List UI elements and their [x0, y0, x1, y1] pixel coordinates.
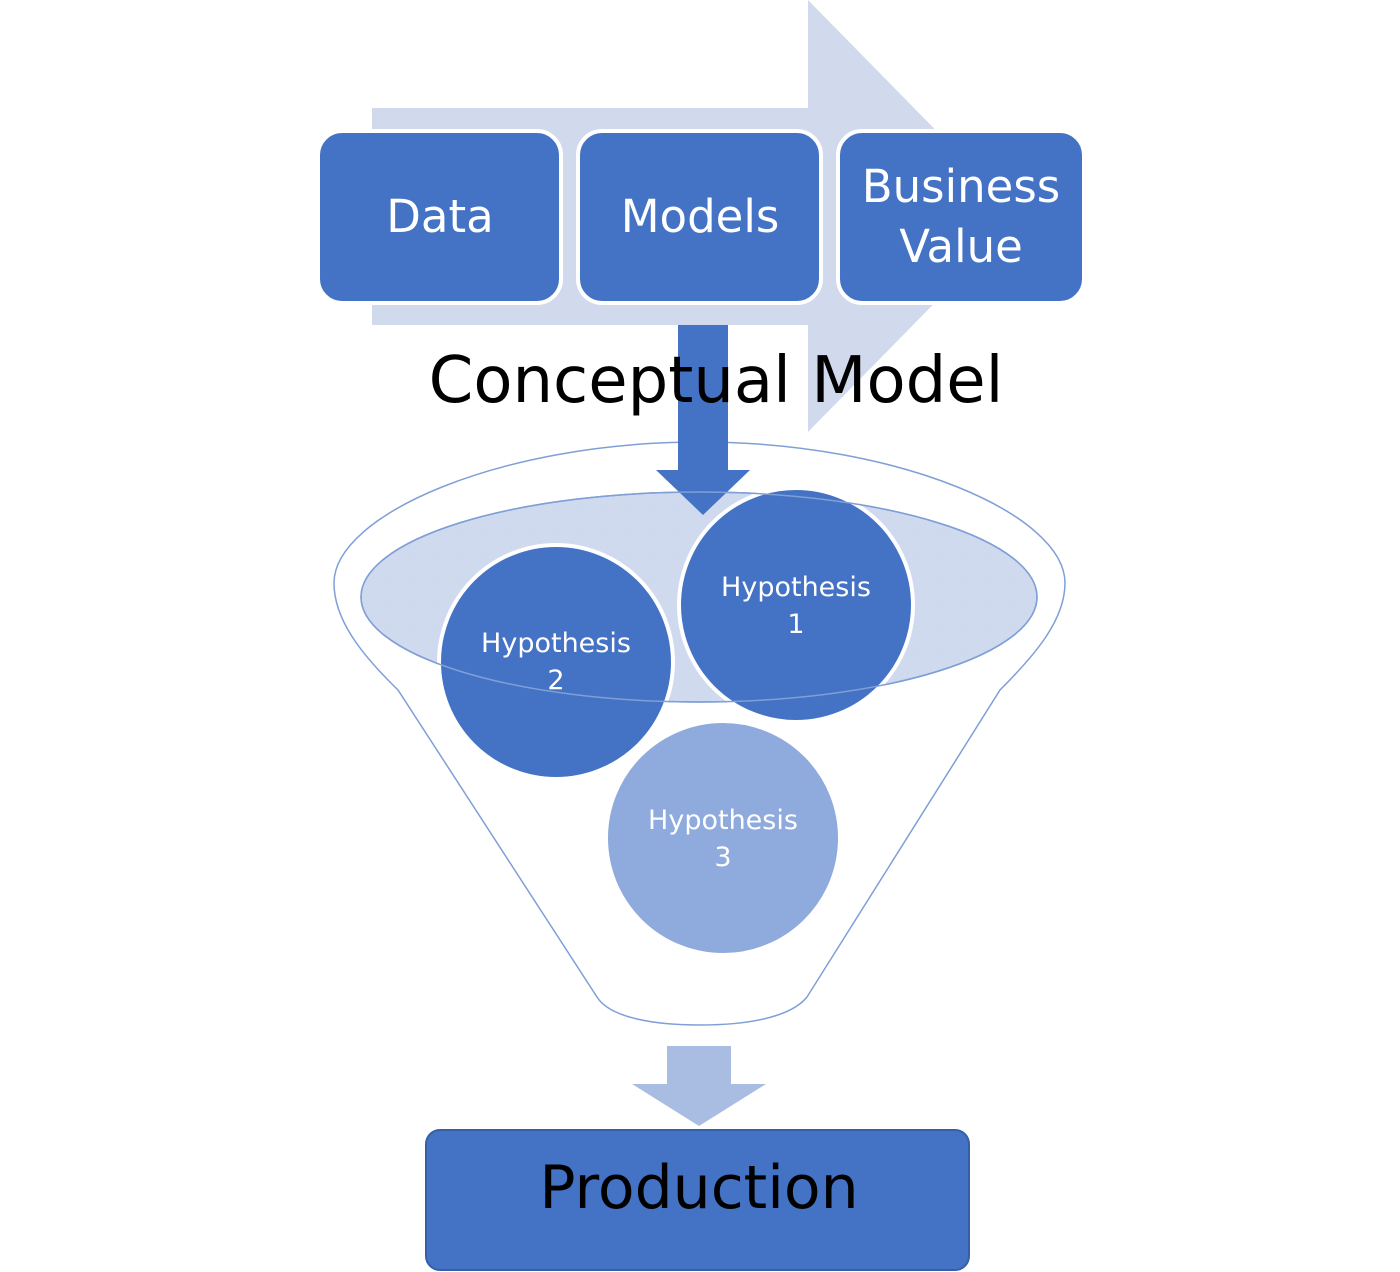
conceptual-model-label: Conceptual Model — [429, 344, 1004, 418]
production-label: Production — [539, 1153, 858, 1223]
hypothesis-2: Hypothesis 2 — [437, 543, 675, 781]
conceptual-down-arrow — [656, 325, 750, 515]
hypothesis-number: 2 — [547, 665, 564, 696]
process-step-models: Models — [576, 129, 823, 305]
hypothesis-label: Hypothesis — [721, 572, 871, 603]
hypothesis-label: Hypothesis — [481, 628, 631, 659]
step-label: Data — [386, 190, 493, 243]
process-step-business-value: Business Value — [836, 129, 1086, 305]
production-box: Production — [425, 1129, 970, 1271]
process-step-data: Data — [316, 129, 563, 305]
hypothesis-number: 3 — [714, 842, 731, 873]
hypothesis-label: Hypothesis — [648, 805, 798, 836]
production-down-arrow — [632, 1046, 766, 1126]
hypothesis-3: Hypothesis 3 — [604, 719, 842, 957]
hypothesis-number: 1 — [787, 609, 804, 640]
funnel-mouth-edge — [360, 491, 1038, 703]
step-label-line2: Value — [899, 220, 1023, 273]
step-label-line1: Business — [862, 160, 1060, 213]
hypothesis-1: Hypothesis 1 — [677, 486, 915, 724]
step-label: Models — [621, 190, 780, 243]
